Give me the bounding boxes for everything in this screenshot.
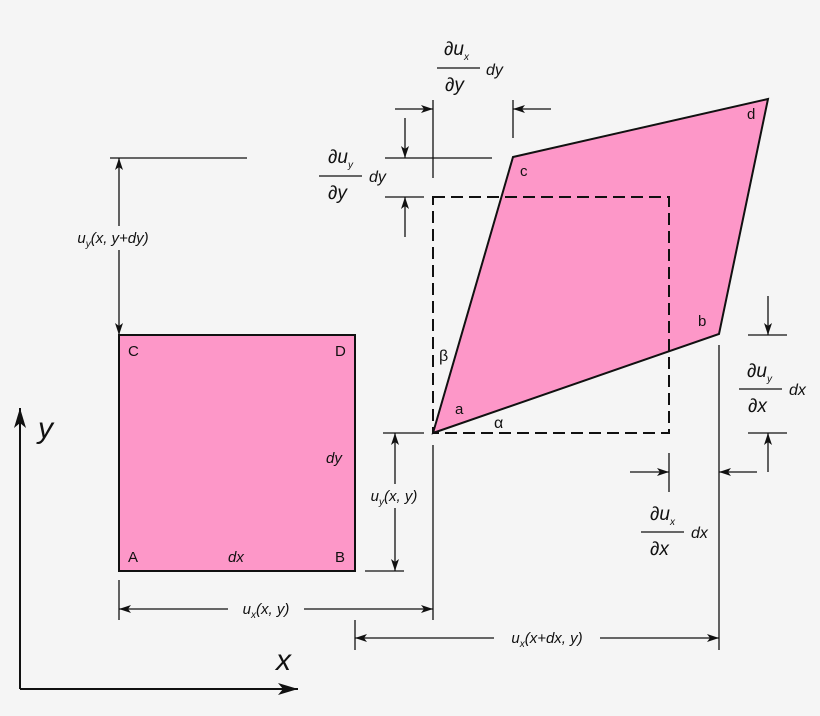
original-square <box>118 334 356 572</box>
svg-text:∂ux: ∂ux <box>650 504 676 528</box>
corner-B: B <box>335 549 345 566</box>
uy-top-label: uy(x, y+dy) <box>77 230 148 250</box>
ux-base-label: ux(x, y) <box>243 601 290 621</box>
deformed-shape <box>431 97 770 435</box>
angle-alpha: α <box>494 415 503 432</box>
svg-text:∂y: ∂y <box>445 75 465 96</box>
uy-base-label: uy(x, y) <box>371 488 418 508</box>
svg-text:dx: dx <box>789 382 807 399</box>
svg-text:∂x: ∂x <box>748 396 768 417</box>
corner-b: b <box>698 313 706 330</box>
svg-text:dy: dy <box>369 169 387 186</box>
svg-text:∂uy: ∂uy <box>747 361 773 385</box>
corner-a: a <box>455 401 464 418</box>
dux-dx-label: ∂ux ∂x dx <box>641 504 709 560</box>
svg-text:∂x: ∂x <box>650 539 670 560</box>
corner-A: A <box>128 549 138 566</box>
corner-c: c <box>520 163 528 180</box>
svg-text:dx: dx <box>691 525 709 542</box>
svg-text:∂ux: ∂ux <box>444 39 470 63</box>
svg-text:dy: dy <box>486 62 504 79</box>
y-axis-label: y <box>36 412 55 445</box>
corner-d: d <box>747 106 755 123</box>
angle-beta: β <box>439 348 448 365</box>
duy-dy-label: ∂uy ∂y dy <box>319 147 387 204</box>
x-axis-label: x <box>274 644 292 677</box>
width-label: dx <box>228 549 244 566</box>
ux-dx-label: ux(x+dx, y) <box>511 630 582 650</box>
svg-text:∂y: ∂y <box>328 183 348 204</box>
duy-dx-label: ∂uy ∂x dx <box>739 361 807 417</box>
corner-D: D <box>335 343 346 360</box>
height-label: dy <box>326 450 343 467</box>
undeformed-outline <box>432 196 670 434</box>
corner-C: C <box>128 343 139 360</box>
dux-dy-label: ∂ux ∂y dy <box>437 39 504 96</box>
svg-text:∂uy: ∂uy <box>328 147 354 171</box>
